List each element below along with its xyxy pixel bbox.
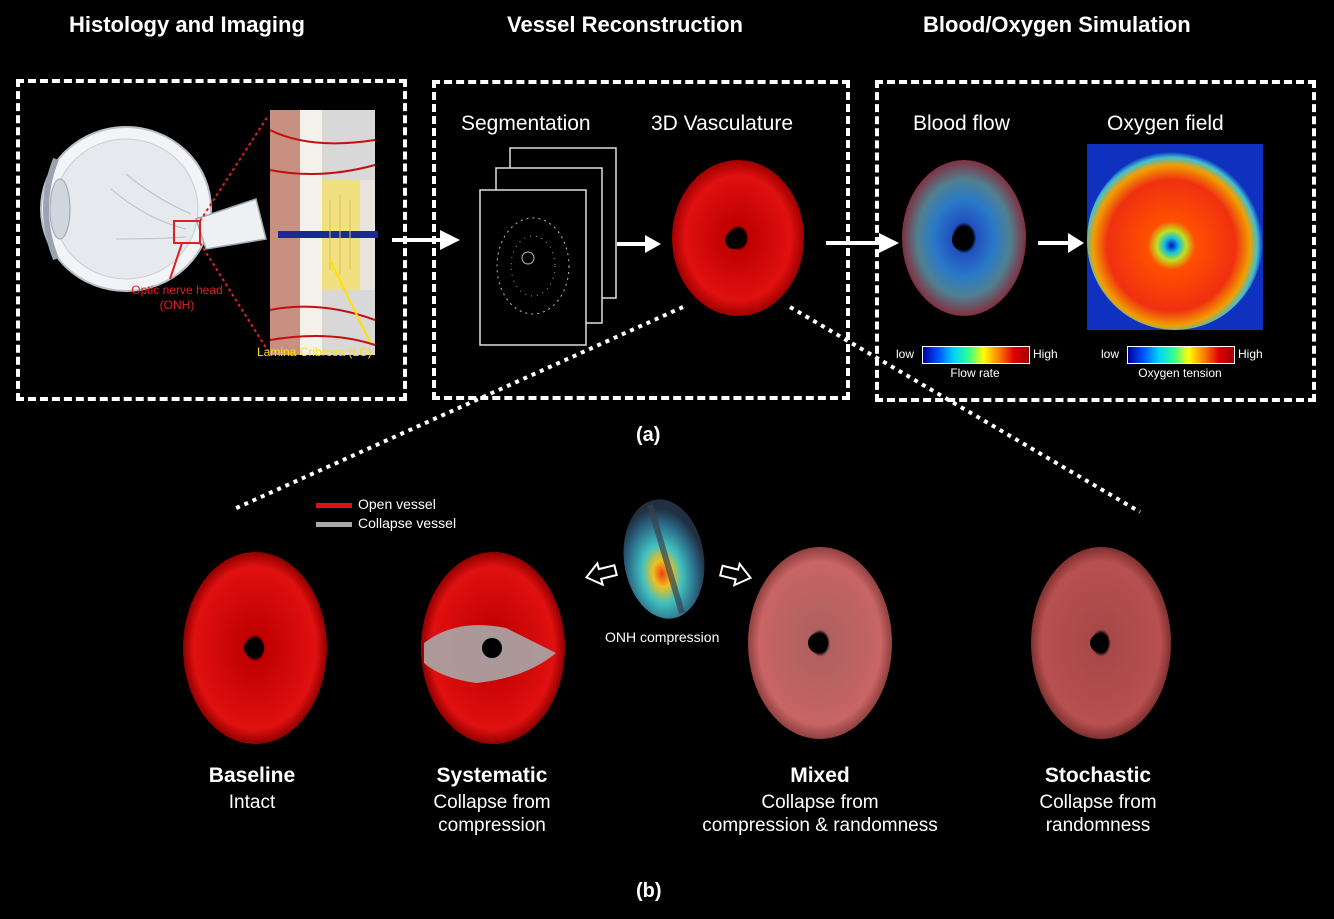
histology-section: [269, 110, 378, 355]
legend-open-label: Open vessel: [358, 496, 436, 512]
stochastic-vasculature: [1031, 547, 1171, 739]
mixed-vasculature: [748, 547, 892, 739]
oxygen-low-label: low: [1101, 347, 1120, 361]
simulation-title: Blood/Oxygen Simulation: [923, 12, 1191, 37]
legend-collapse-label: Collapse vessel: [358, 515, 457, 531]
legend-open-swatch: [316, 503, 352, 508]
arrow-compression-right: [718, 561, 753, 587]
oxygen-colorbar: [1127, 346, 1235, 364]
bloodflow-label: Blood flow: [913, 112, 1010, 135]
panel-a-label: (a): [636, 424, 661, 446]
onh-compression-label: ONH compression: [605, 629, 720, 645]
scenario-baseline-name: Baseline: [208, 764, 296, 787]
panel-b-label: (b): [636, 880, 662, 902]
scenario-baseline-desc: Intact: [228, 792, 276, 813]
oxygen-high-label: High: [1238, 347, 1263, 361]
segmentation-stack: [479, 147, 617, 346]
scenario-mixed-name: Mixed: [790, 764, 850, 787]
lc-label: Lamina Cribrosa (LC): [257, 345, 372, 359]
segmentation-label: Segmentation: [461, 112, 591, 135]
flow-high-label: High: [1033, 347, 1058, 361]
baseline-vasculature: [183, 552, 327, 744]
arrow-segmentation-to-vasculature: [617, 235, 661, 253]
scenario-systematic-name: Systematic: [436, 764, 548, 787]
oxygen-field-map: [1087, 144, 1263, 330]
reconstruction-title: Vessel Reconstruction: [507, 12, 743, 37]
systematic-vasculature: [421, 552, 565, 744]
legend-collapse-swatch: [316, 522, 352, 527]
eye-illustration: [40, 115, 269, 352]
vasculature-3d: [672, 160, 804, 316]
onh-compression-disc: [623, 499, 705, 619]
arrow-histology-to-segmentation: [392, 230, 460, 250]
flow-colorbar: [922, 346, 1030, 364]
arrow-bloodflow-to-oxygen: [1038, 233, 1084, 253]
flow-low-label: low: [896, 347, 915, 361]
flow-caption: Flow rate: [950, 366, 1000, 380]
bloodflow-map: [902, 160, 1026, 316]
arrow-compression-left: [584, 561, 618, 587]
vasculature-label: 3D Vasculature: [651, 112, 794, 135]
histology-title: Histology and Imaging: [69, 12, 305, 37]
oxygen-caption: Oxygen tension: [1138, 366, 1222, 380]
arrow-vasculature-to-bloodflow: [826, 233, 899, 253]
onh-label: Optic nerve head(ONH): [131, 283, 223, 312]
scenario-stochastic-name: Stochastic: [1044, 764, 1152, 787]
oxygen-field-label: Oxygen field: [1107, 112, 1224, 135]
